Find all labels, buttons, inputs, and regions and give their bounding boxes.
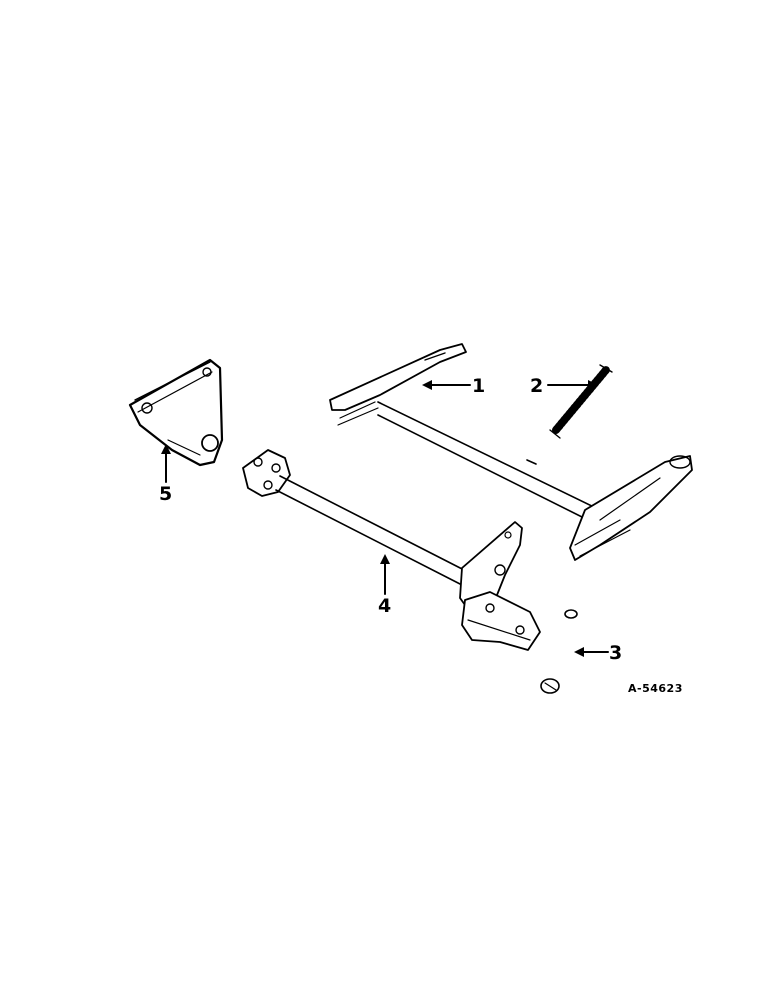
callout-3: 3	[609, 642, 622, 664]
part-4-lower-shaft	[242, 449, 541, 651]
callout-1: 1	[472, 375, 485, 397]
leader-lines	[161, 380, 609, 657]
part-1-upper-shaft	[329, 343, 693, 561]
part-2-spring	[549, 364, 613, 439]
callout-2: 2	[530, 375, 543, 397]
callout-5: 5	[159, 483, 172, 505]
part-3-pin-washer	[540, 609, 578, 694]
figure-id: A-54623	[628, 682, 683, 695]
part-5-mounting-plate	[128, 358, 224, 467]
callout-4: 4	[378, 595, 391, 617]
